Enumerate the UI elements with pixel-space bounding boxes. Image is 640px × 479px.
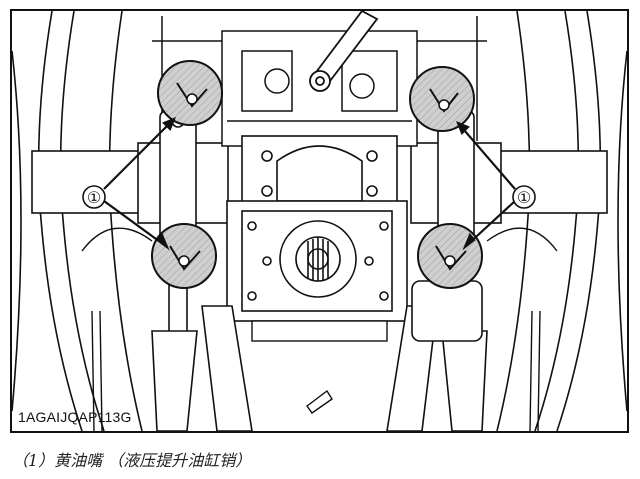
upper-machinery xyxy=(152,16,487,147)
magnifier-upper-left xyxy=(157,60,223,126)
top-link xyxy=(309,11,379,92)
side-rods xyxy=(81,227,558,431)
pto-housing xyxy=(226,200,408,322)
lower-links xyxy=(151,280,488,431)
drawing-code: 1AGAIJQAP113G xyxy=(18,409,132,425)
callout-left-label: ① xyxy=(87,190,101,207)
figure-caption: （1）黄油嘴 （液压提升油缸销） xyxy=(12,451,252,470)
diagram-frame: ① ① 1AGAIJQAP113G xyxy=(10,9,629,433)
magnifier-upper-right xyxy=(409,66,475,132)
callout-left: ① xyxy=(82,185,106,209)
tractor-rear-linkage-drawing: ① ① xyxy=(12,11,627,431)
differential-housing xyxy=(241,135,398,207)
magnifier-lower-left xyxy=(151,223,217,289)
drawbar-area xyxy=(251,320,388,414)
left-tire xyxy=(12,11,143,431)
callout-right: ① xyxy=(512,185,536,209)
leader-lines xyxy=(103,117,516,251)
callout-right-label: ① xyxy=(517,190,531,207)
magnifier-lower-right xyxy=(417,223,483,289)
right-tire xyxy=(496,11,627,431)
